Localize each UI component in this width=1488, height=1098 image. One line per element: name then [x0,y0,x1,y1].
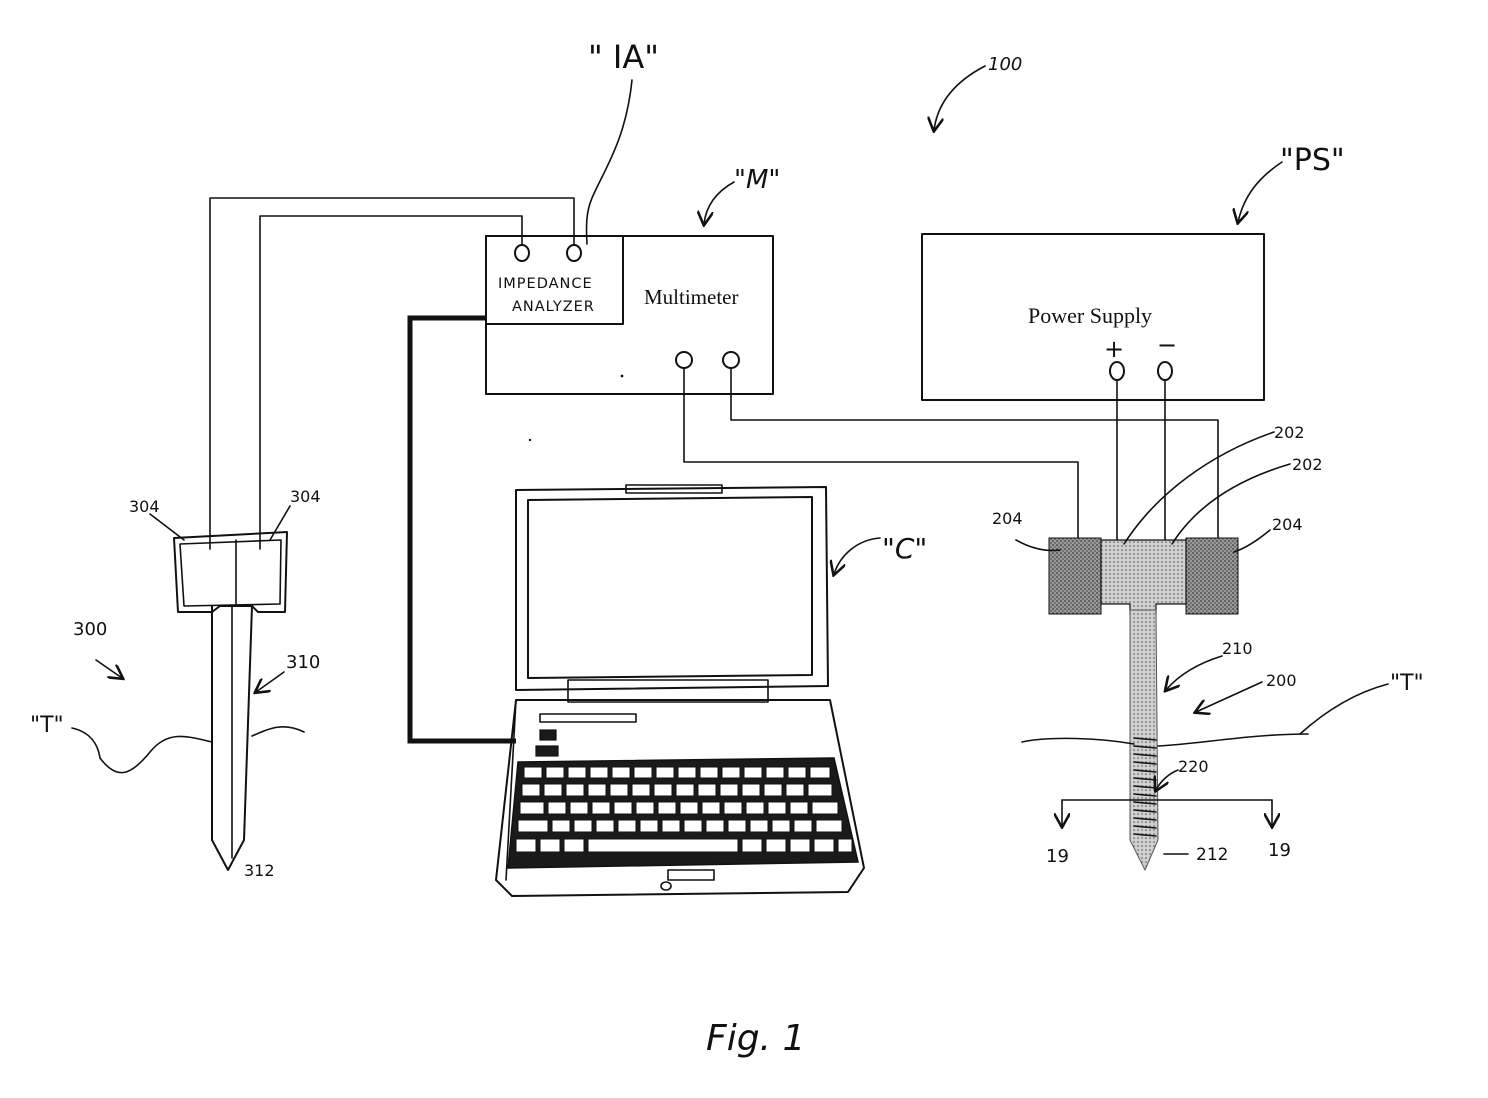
power-supply-callout-label: "PS" [1280,143,1345,178]
stray-mark-2 [529,439,531,441]
probe-300-shaft-label: 310 [286,652,320,673]
multimeter-callout: "M" [704,165,780,224]
wire-multimeter-right [731,368,1218,540]
probe-200-outer-left [1049,538,1101,614]
probe-200: 204 204 202 202 210 200 220 212 "T" 19 1… [992,423,1424,870]
probe-200-ref-label: 200 [1266,671,1297,690]
probe-300-ref-arrow [96,660,122,678]
laptop-indicator-1 [540,730,556,740]
multimeter-unit: IMPEDANCE ANALYZER Multimeter [486,236,773,394]
probe-300: 304 304 300 310 312 "T" [30,487,321,880]
power-supply-callout-arrow [1238,162,1282,222]
system-ref: 100 [934,54,1022,130]
section-left-label: 19 [1046,846,1069,867]
probe-200-outer-right-leader [1234,530,1270,552]
wire-computer-cable [410,318,516,741]
probe-200-contact-1-label: 202 [1274,423,1305,442]
probe-200-shaft-arrow [1166,656,1222,690]
power-terminal-negative [1158,362,1172,380]
laptop-speaker-slot [540,714,636,722]
multimeter-callout-arrow [704,182,734,224]
laptop-indicator-2 [536,746,558,756]
probe-300-tissue-label: "T" [30,713,64,738]
multimeter-terminal-left [676,352,692,368]
wire-ia-probe-outer [210,198,574,549]
probe-300-tip-label: 312 [244,861,275,880]
system-ref-arrow [934,66,985,130]
laptop-trackpad-button [668,870,714,880]
probe-200-contact-1-leader [1124,432,1274,544]
probe-300-ref-label: 300 [73,619,107,640]
figure-caption: Fig. 1 [706,1018,805,1059]
system-ref-label: 100 [988,54,1022,75]
probe-200-head [1101,540,1186,614]
laptop-lid [516,487,828,690]
laptop-hinge [568,680,768,702]
ia-callout: " IA" [587,38,659,244]
ia-callout-label: " IA" [588,38,659,76]
probe-300-head-inner [180,540,281,606]
probe-200-tissue-line [1022,734,1308,746]
multimeter-terminal-right [723,352,739,368]
probe-300-contact-left-leader [150,514,184,540]
probe-200-outer-right [1186,538,1238,614]
probe-300-tissue-line [100,727,304,773]
probe-300-tissue-leader [72,728,100,758]
probe-300-contact-left-label: 304 [129,497,160,516]
multimeter-label: Multimeter [644,285,738,309]
ia-callout-leader [587,80,632,244]
power-supply-minus: − [1157,331,1177,359]
probe-200-contact-2-label: 202 [1292,455,1323,474]
power-terminal-positive [1110,362,1124,380]
laptop-led [661,882,671,890]
computer-callout-label: "C" [882,532,927,565]
power-supply-label: Power Supply [1028,303,1152,328]
probe-200-coil-label: 220 [1178,757,1209,776]
power-supply-plus: + [1104,335,1124,363]
probe-300-contact-right-label: 304 [290,487,321,506]
probe-200-ref-arrow [1196,682,1262,712]
section-right-label: 19 [1268,840,1291,861]
probe-200-tissue-label: "T" [1390,671,1424,696]
probe-200-shaft-label: 210 [1222,639,1253,658]
power-supply-unit: Power Supply + − [922,234,1264,400]
probe-200-tip-label: 212 [1196,845,1228,865]
laptop-screen [528,497,812,678]
probe-300-shaft-arrow [256,672,284,692]
impedance-analyzer-label-1: IMPEDANCE [498,276,593,292]
ia-terminal-right [567,245,581,261]
power-supply-callout: "PS" [1238,143,1345,222]
laptop-computer [496,485,864,896]
probe-200-coil-arrow [1156,770,1178,790]
impedance-analyzer-label-2: ANALYZER [512,299,595,315]
probe-200-outer-left-label: 204 [992,509,1023,528]
stray-mark-1 [621,375,624,378]
multimeter-box [486,236,773,394]
wires [210,198,1218,741]
ia-terminal-left [515,245,529,261]
multimeter-callout-label: "M" [734,165,780,195]
probe-200-tissue-leader [1300,684,1388,734]
computer-callout: "C" [834,532,927,574]
computer-callout-arrow [834,538,880,574]
probe-200-outer-right-label: 204 [1272,515,1303,534]
